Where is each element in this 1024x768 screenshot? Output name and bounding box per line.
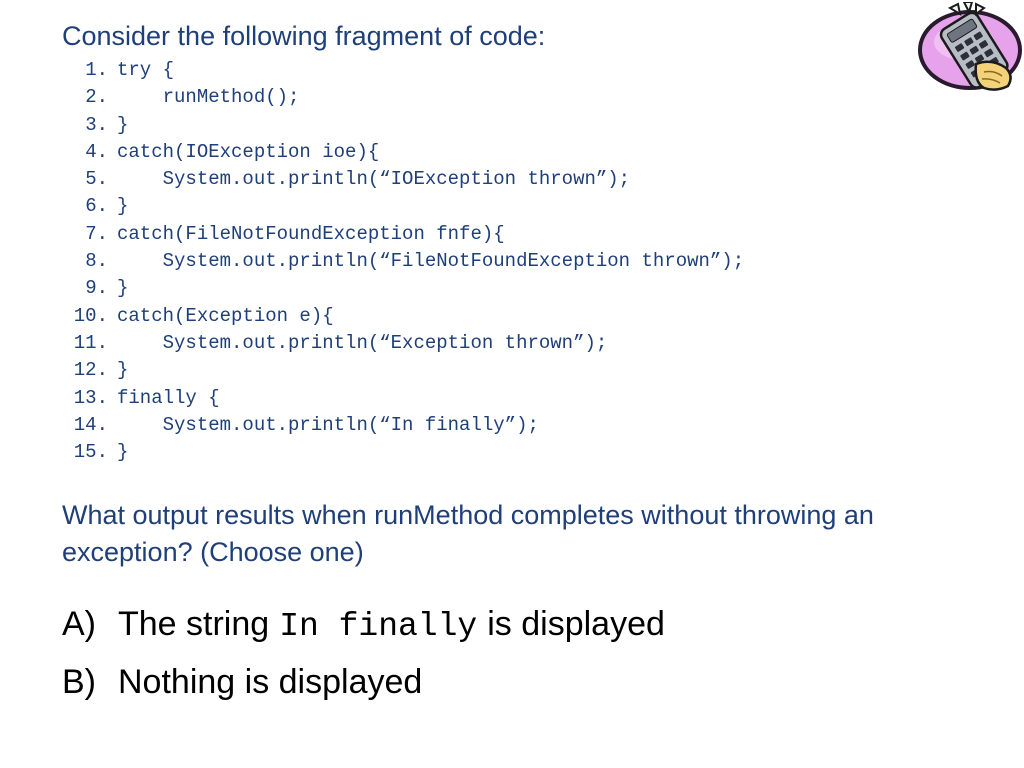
code-line: 11. System.out.println(“Exception thrown… bbox=[62, 330, 744, 357]
code-line: 5. System.out.println(“IOException throw… bbox=[62, 166, 744, 193]
code-line-number: 4. bbox=[85, 140, 108, 163]
code-line: 10. catch(Exception e){ bbox=[62, 303, 744, 330]
code-line: 13. finally { bbox=[62, 385, 744, 412]
code-line-text: catch(FileNotFoundException fnfe){ bbox=[117, 222, 505, 245]
code-line: 3.} bbox=[62, 112, 744, 139]
code-line-text: System.out.println(“In finally”); bbox=[117, 413, 539, 436]
code-line-number: 13. bbox=[73, 386, 108, 409]
code-line-number: 1. bbox=[85, 59, 108, 81]
answer-letter: B) bbox=[62, 663, 96, 701]
code-line-text: System.out.println(“Exception thrown”); bbox=[117, 331, 608, 354]
code-line: 15.} bbox=[62, 439, 744, 466]
code-line: 1. try { bbox=[62, 57, 744, 84]
answer-text-suffix: is displayed bbox=[487, 605, 665, 643]
code-line-text: System.out.println(“FileNotFoundExceptio… bbox=[117, 250, 745, 273]
code-line: 9.} bbox=[62, 275, 744, 302]
code-line-number: 10. bbox=[73, 304, 108, 327]
code-line-text: } bbox=[117, 113, 129, 136]
code-line: 8. System.out.println(“FileNotFoundExcep… bbox=[62, 248, 744, 275]
code-line-text: catch(Exception e){ bbox=[117, 304, 334, 327]
remote-control-clipart-icon bbox=[914, 1, 1024, 94]
code-line-text: } bbox=[117, 277, 129, 300]
code-line-number: 6. bbox=[85, 195, 108, 218]
answer-text: The string bbox=[118, 605, 270, 643]
code-line: 7. catch(FileNotFoundException fnfe){ bbox=[62, 221, 744, 248]
code-line-text: } bbox=[117, 195, 129, 218]
question-text: What output results when runMethod compl… bbox=[62, 500, 874, 567]
answer-code: In finally bbox=[279, 608, 478, 645]
code-line-text: System.out.println(“IOException thrown”)… bbox=[117, 168, 631, 191]
code-line-number: 15. bbox=[73, 441, 108, 464]
code-line-number: 2. bbox=[85, 86, 108, 109]
code-line-number: 5. bbox=[85, 168, 108, 191]
code-line-text: catch(IOException ioe){ bbox=[117, 140, 380, 163]
code-line-number: 3. bbox=[85, 113, 108, 136]
code-line-text: try { bbox=[117, 59, 175, 81]
code-line-text: } bbox=[117, 359, 129, 382]
code-line: 14. System.out.println(“In finally”); bbox=[62, 412, 744, 439]
code-block: 1.try {2. runMethod();3.}4.catch(IOExcep… bbox=[62, 57, 744, 466]
answer-letter: A) bbox=[62, 605, 96, 643]
code-line-number: 12. bbox=[73, 359, 108, 382]
answer-option: B) Nothing is displayed bbox=[62, 663, 665, 721]
code-line-number: 8. bbox=[85, 250, 108, 273]
code-line-text: } bbox=[117, 441, 129, 464]
code-line-text: runMethod(); bbox=[117, 86, 300, 109]
answer-text: Nothing is displayed bbox=[118, 663, 423, 701]
code-line-number: 14. bbox=[73, 413, 108, 436]
intro-heading: Consider the following fragment of code: bbox=[62, 21, 546, 51]
code-line: 6.} bbox=[62, 193, 744, 220]
code-line-number: 7. bbox=[85, 222, 108, 245]
code-line: 2. runMethod(); bbox=[62, 84, 744, 111]
code-line-number: 9. bbox=[85, 277, 108, 300]
code-line: 4. catch(IOException ioe){ bbox=[62, 139, 744, 166]
code-line-text: finally { bbox=[117, 386, 220, 409]
code-line-number: 11. bbox=[73, 331, 108, 354]
code-line: 12.} bbox=[62, 357, 744, 384]
